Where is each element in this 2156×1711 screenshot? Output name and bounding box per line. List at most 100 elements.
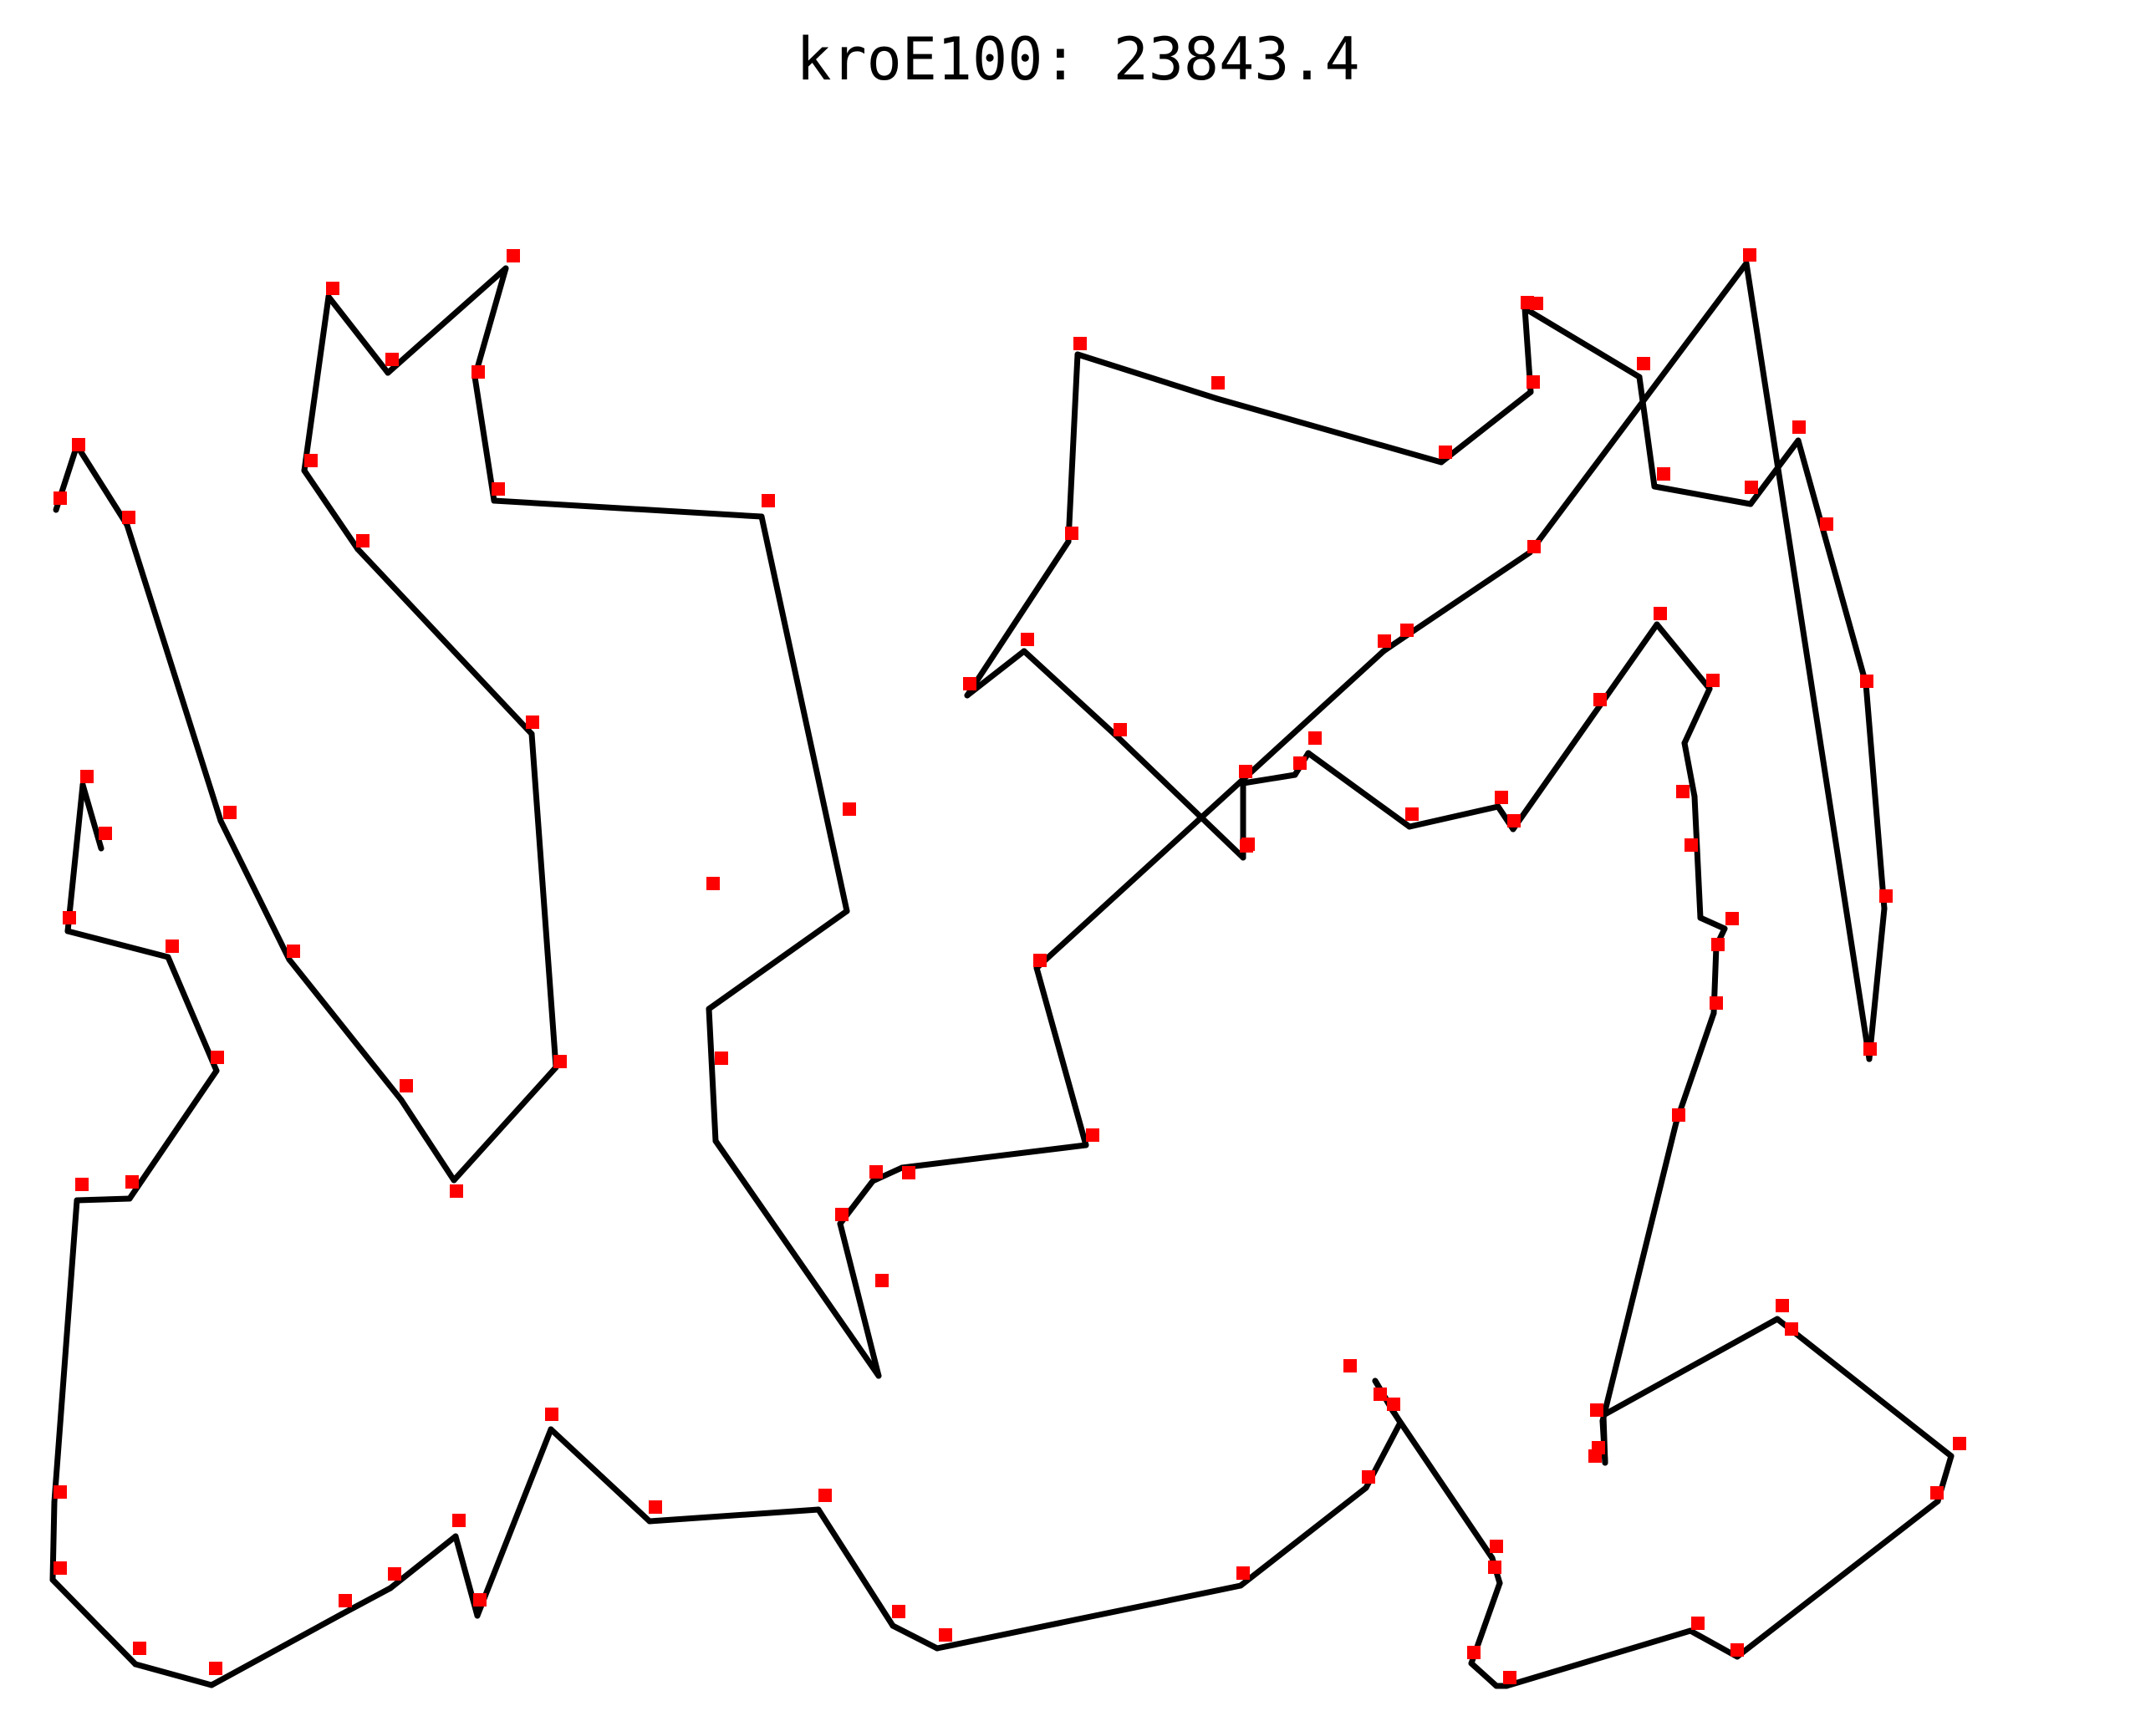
city-marker	[1236, 1566, 1250, 1580]
city-marker	[1530, 297, 1543, 310]
city-marker	[287, 945, 300, 958]
city-marker	[1495, 791, 1508, 804]
city-marker	[545, 1408, 558, 1421]
city-marker	[473, 1593, 487, 1607]
city-marker	[1211, 376, 1225, 390]
route-segment	[1503, 1627, 1694, 1689]
route-segment	[1599, 1119, 1679, 1424]
city-marker	[1490, 1540, 1503, 1553]
route-segment	[934, 1582, 1244, 1652]
city-marker	[1930, 1486, 1944, 1500]
city-marker	[1588, 1449, 1602, 1463]
route-segment	[1510, 621, 1660, 833]
city-marker	[211, 1051, 224, 1064]
city-marker	[1400, 624, 1414, 637]
route-segment	[301, 293, 332, 474]
city-marker	[450, 1184, 463, 1198]
city-marker	[1033, 954, 1047, 967]
route-segment	[1033, 965, 1089, 1148]
route-segment	[49, 1499, 58, 1583]
city-marker	[1863, 1042, 1877, 1056]
city-marker	[835, 1208, 849, 1221]
city-marker	[1711, 938, 1725, 951]
city-marker	[166, 940, 179, 953]
route-segment	[74, 442, 130, 528]
route-segment	[1743, 260, 1873, 1062]
city-marker	[1239, 765, 1252, 778]
city-marker	[1745, 481, 1758, 494]
city-marker	[1685, 838, 1698, 852]
city-marker	[209, 1662, 222, 1675]
city-marker	[54, 1561, 67, 1575]
route-segment	[1866, 905, 1888, 1062]
city-marker	[326, 282, 339, 295]
route-segment	[1673, 1010, 1717, 1126]
city-marker	[400, 1079, 413, 1092]
city-marker	[133, 1642, 146, 1655]
route-segment	[1651, 483, 1754, 507]
route-segment	[491, 497, 765, 520]
city-marker	[1657, 467, 1670, 481]
route-segment	[451, 1064, 559, 1184]
city-marker	[1792, 420, 1806, 434]
route-segment	[1527, 260, 1750, 556]
route-segment	[1654, 621, 1713, 692]
chart-title: kroE100: 23843.4	[796, 25, 1360, 94]
route-segment	[1305, 750, 1413, 830]
city-marker	[122, 511, 135, 524]
route-segment	[64, 928, 171, 960]
route-segment	[1687, 1627, 1741, 1660]
route-segment	[64, 782, 86, 934]
city-marker	[54, 491, 67, 505]
route-segment	[1521, 305, 1643, 380]
route-segment	[1734, 1498, 1941, 1660]
city-marker	[1114, 723, 1127, 736]
city-marker	[385, 353, 399, 366]
city-marker	[1527, 540, 1541, 553]
city-marker	[1672, 1108, 1685, 1122]
route-segment	[1600, 1316, 1781, 1418]
city-marker	[80, 770, 94, 783]
city-marker	[1706, 674, 1720, 687]
city-marker	[1590, 1403, 1603, 1417]
city-marker	[843, 802, 856, 816]
city-marker	[1467, 1646, 1481, 1659]
city-marker	[1308, 731, 1322, 745]
route-segment	[837, 1220, 882, 1379]
route-segment	[1795, 437, 1869, 687]
city-marker	[1343, 1359, 1357, 1372]
city-marker	[99, 827, 112, 840]
city-marker	[715, 1052, 728, 1065]
route-segment	[1697, 914, 1728, 932]
route-segment	[1636, 374, 1658, 490]
route-segment	[339, 1585, 394, 1617]
city-marker	[1730, 1643, 1744, 1657]
route-segment	[869, 1164, 905, 1184]
route-segment	[1406, 803, 1501, 830]
city-marker	[1065, 527, 1078, 540]
city-marker	[1507, 814, 1521, 827]
city-marker	[388, 1567, 401, 1581]
route-segment	[51, 1197, 80, 1505]
city-marker	[471, 365, 485, 379]
route-segment	[646, 1506, 822, 1525]
route-segment	[1113, 732, 1246, 861]
city-layer	[54, 248, 1966, 1684]
route-segment	[471, 265, 509, 380]
route-segment	[1240, 771, 1298, 787]
city-marker	[1860, 675, 1873, 688]
city-marker	[1776, 1299, 1789, 1312]
route-segment	[1033, 648, 1387, 971]
route-segment	[1681, 740, 1698, 800]
city-marker	[1387, 1398, 1400, 1411]
route-segment	[1774, 1316, 1955, 1459]
route-segment	[74, 1195, 133, 1204]
city-marker	[892, 1605, 905, 1618]
city-marker	[902, 1166, 915, 1179]
city-marker	[492, 482, 505, 496]
city-marker	[963, 677, 976, 690]
route-segment	[474, 1426, 554, 1619]
route-segment	[528, 731, 559, 1071]
route-segment	[124, 522, 224, 824]
city-marker	[1593, 693, 1607, 706]
